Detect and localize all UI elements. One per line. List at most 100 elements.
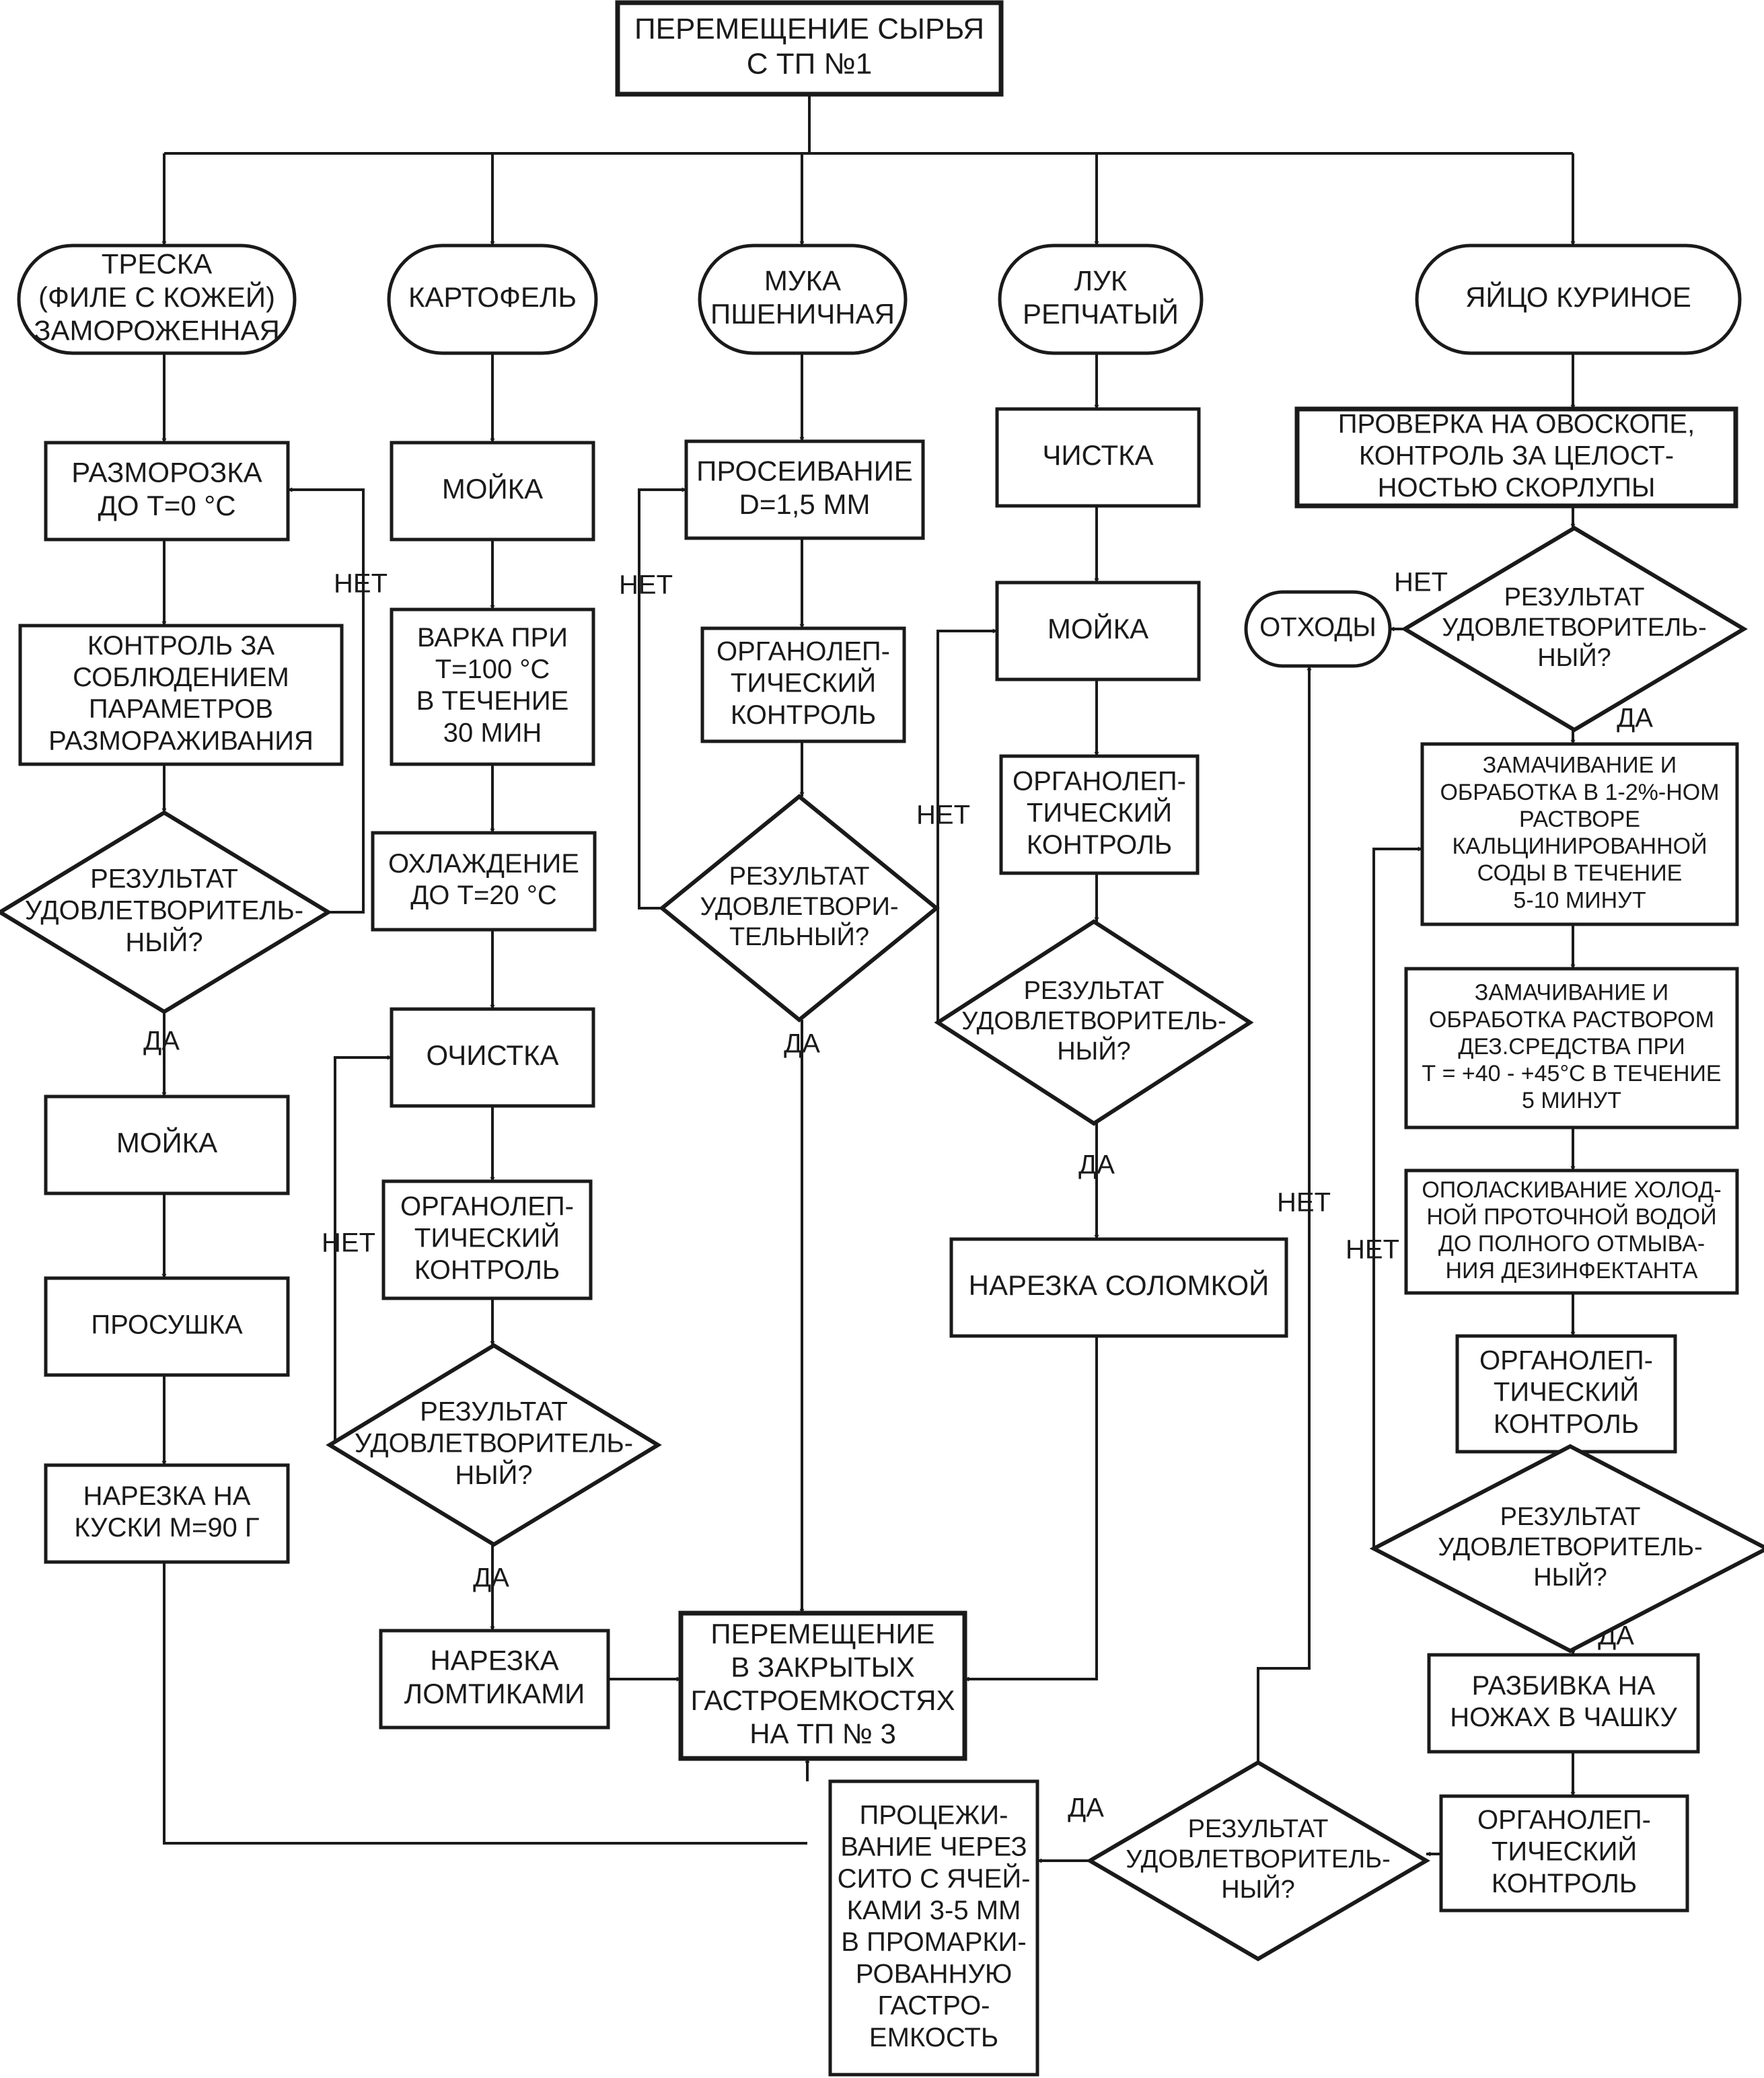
- node-text-line: ДО Т=0 °С: [98, 490, 235, 521]
- node-text-line: РЕЗУЛЬТАТ: [90, 864, 238, 893]
- process-shape: [684, 439, 925, 540]
- node-text-line: РЕЗУЛЬТАТ: [729, 862, 870, 891]
- decision-shape: [1086, 1760, 1430, 1962]
- node-text-line: КУСКИ М=90 Г: [74, 1513, 259, 1543]
- process-shape: [44, 1463, 290, 1564]
- node-text-line: МУКА: [764, 264, 841, 296]
- node-text-line: ОРГАНОЛЕП-: [1479, 1345, 1653, 1375]
- node-text-line: УДОВЛЕТВОРИТЕЛЬ-: [1126, 1845, 1391, 1873]
- node-text-line: ТИЧЕСКИЙ: [1492, 1836, 1637, 1867]
- node-text-line: РАСТВОРЕ: [1519, 807, 1640, 832]
- node-text-line: ПРОВЕРКА НА ОВОСКОПЕ,: [1338, 409, 1695, 439]
- process-shape: [999, 754, 1200, 875]
- edge-label-onion-yes: ДА: [1078, 1150, 1115, 1180]
- edge-label-egg2-no: НЕТ: [1346, 1235, 1399, 1265]
- edge-label-potato-yes: ДА: [473, 1563, 509, 1593]
- process-shape: [44, 441, 290, 542]
- edge-label-egg1-no: НЕТ: [1394, 568, 1448, 597]
- process-shape: [1439, 1794, 1689, 1913]
- process-shape: [1455, 1334, 1677, 1454]
- terminal-shape: [1244, 590, 1392, 668]
- node-text-line: ОХЛАЖДЕНИЕ: [388, 849, 579, 879]
- node-text-line: КОНТРОЛЬ ЗА ЦЕЛОСТ-: [1359, 441, 1674, 471]
- node-text-line: D=1,5 ММ: [739, 488, 871, 520]
- node-text-line: 30 МИН: [443, 718, 542, 747]
- node-text-line: НИЯ ДЕЗИНФЕКТАНТА: [1446, 1258, 1698, 1284]
- node-text-line: МОЙКА: [1048, 612, 1148, 644]
- node-text-line: РЕЗУЛЬТАТ: [1188, 1815, 1329, 1843]
- edge-label-potato-no: НЕТ: [322, 1228, 375, 1258]
- process-shape: [995, 581, 1201, 681]
- connector-arrow: [1257, 665, 1312, 1762]
- process-shape: [1294, 406, 1738, 509]
- decision-shape: [1401, 525, 1748, 733]
- process-shape: [44, 1276, 290, 1377]
- node-text-line: В ЗАКРЫТЫХ: [731, 1651, 915, 1682]
- node-text-line: ОПОЛАСКИВАНИЕ ХОЛОД-: [1422, 1177, 1721, 1203]
- edge-label-flour-yes: ДА: [784, 1029, 820, 1059]
- process-shape: [828, 1779, 1039, 2077]
- node-text-line: ОБРАБОТКА РАСТВОРОМ: [1429, 1007, 1714, 1033]
- process-shape: [390, 1007, 595, 1108]
- node-text-line: ЧИСТКА: [1042, 439, 1153, 471]
- node-text-line: ЕМКОСТЬ: [869, 2023, 998, 2052]
- terminal-egg: ЯЙЦО КУРИНОЕ: [1415, 244, 1742, 355]
- process-shape: [18, 624, 344, 766]
- connector-arrow: [936, 628, 998, 1023]
- connector-arrow: [638, 487, 687, 910]
- node-text-line: РОВАННУЮ: [856, 1959, 1013, 1989]
- node-text-line: ОБРАБОТКА В 1-2%-НОМ: [1440, 780, 1719, 805]
- process-shape: [379, 1629, 610, 1730]
- terminal-shape: [998, 244, 1204, 355]
- node-text-line: НЫЙ?: [1533, 1561, 1607, 1592]
- node-text-line: Т=100 °С: [435, 655, 550, 684]
- terminal-potato: КАРТОФЕЛЬ: [387, 244, 598, 355]
- node-text-line: ОЧИСТКА: [427, 1039, 559, 1071]
- decision-shape: [0, 810, 332, 1014]
- node-text-line: ТРЕСКА: [102, 248, 213, 280]
- edge-label-cod-no: НЕТ: [334, 569, 388, 599]
- node-text-line: СИТО С ЯЧЕЙ-: [838, 1863, 1031, 1894]
- process-shape: [390, 441, 595, 542]
- process-egg-rinse: ОПОЛАСКИВАНИЕ ХОЛОД-НОЙ ПРОТОЧНОЙ ВОДОЙД…: [1404, 1168, 1739, 1295]
- node-text-line: УДОВЛЕТВОРИТЕЛЬ-: [1438, 1533, 1703, 1561]
- node-text-line: ПАРАМЕТРОВ: [89, 694, 273, 724]
- process-onion-cut: НАРЕЗКА СОЛОМКОЙ: [949, 1237, 1288, 1338]
- node-text-line: ПШЕНИЧНАЯ: [710, 298, 895, 330]
- node-text-line: В ПРОМАРКИ-: [841, 1927, 1027, 1957]
- node-text-line: ДЕЗ.СРЕДСТВА ПРИ: [1458, 1034, 1685, 1060]
- node-text-line: 5-10 МИНУТ: [1513, 887, 1646, 913]
- edge-label-onion-no: НЕТ: [916, 801, 970, 830]
- node-text-line: НЫЙ?: [1057, 1035, 1131, 1066]
- node-text-line: ПЕРЕМЕЩЕНИЕ: [710, 1618, 934, 1649]
- node-text-line: ЗАМАЧИВАНИЕ И: [1483, 753, 1677, 778]
- node-text-line: МОЙКА: [442, 472, 543, 505]
- node-text-line: УДОВЛЕТВОРИТЕЛЬ-: [961, 1007, 1226, 1035]
- process-shape: [371, 831, 597, 932]
- node-text-line: РЕЗУЛЬТАТ: [1500, 1503, 1641, 1531]
- node-text-line: КАМИ 3-5 ММ: [847, 1896, 1021, 1925]
- node-text-line: КАРТОФЕЛЬ: [408, 281, 577, 313]
- node-text-line: ОРГАНОЛЕП-: [400, 1191, 574, 1221]
- node-text-line: ВАНИЕ ЧЕРЕЗ: [840, 1832, 1027, 1862]
- node-text-line: ГАСТРОЕМКОСТЯХ: [690, 1684, 955, 1716]
- node-text-line: ПЕРЕМЕЩЕНИЕ СЫРЬЯ: [634, 13, 984, 46]
